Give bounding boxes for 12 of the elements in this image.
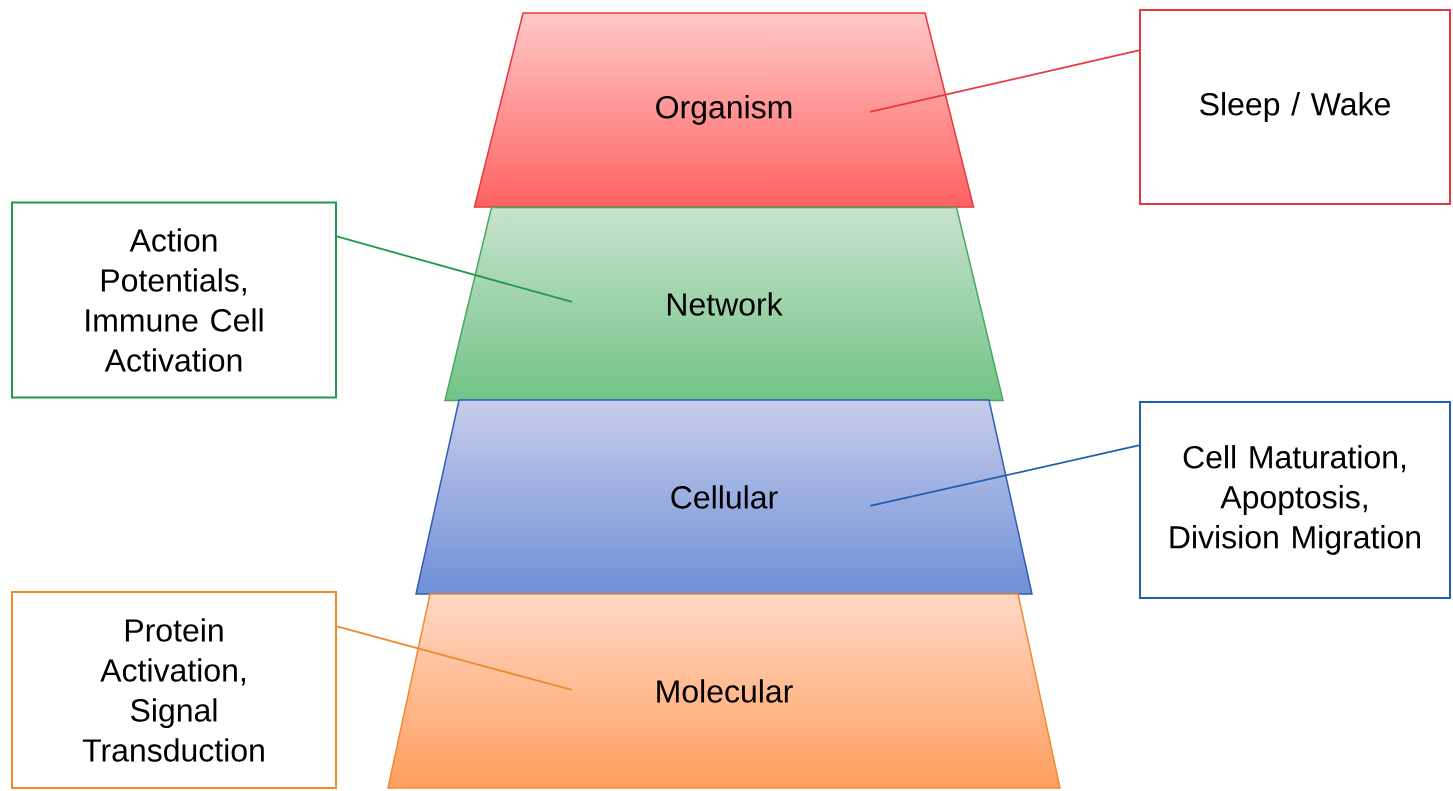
example-box: Cell Maturation, Apoptosis, Division Migration <box>1139 401 1451 599</box>
leader-line <box>334 235 573 303</box>
level-trapezoid: Network <box>444 206 1004 402</box>
level-trapezoid: Molecular <box>387 593 1061 789</box>
example-box: Protein Activation, Signal Transduction <box>11 591 337 789</box>
leader-line <box>334 625 573 691</box>
level-trapezoid: Cellular <box>415 399 1033 595</box>
example-box: Action Potentials, Immune Cell Activation <box>11 201 337 399</box>
leader-line <box>869 444 1142 507</box>
leader-line <box>869 49 1142 113</box>
level-trapezoid: Organism <box>473 12 975 208</box>
example-box: Sleep / Wake <box>1139 9 1451 205</box>
